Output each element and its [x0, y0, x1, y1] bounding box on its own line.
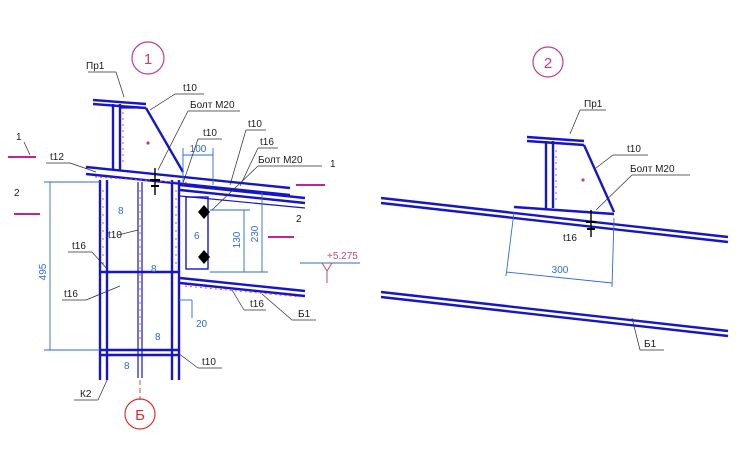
bolt-2-label: Болт М20: [630, 164, 675, 175]
detail-1-labels: Пр1 t10 Болт М20 t10 t10 t16 Болт М20 t1…: [46, 61, 322, 401]
bottom-beam: [179, 276, 306, 298]
bolt-icon: [198, 205, 210, 219]
section-1-left: 1: [16, 132, 22, 143]
t16-left-b-label: t16: [64, 289, 78, 300]
bracket-label: Пр1: [86, 61, 105, 72]
t10-2-label: t10: [627, 144, 641, 155]
t16-bottom-label: t16: [250, 299, 264, 310]
dim-300: 300: [505, 211, 615, 288]
elevation-mark: +5.275: [300, 251, 360, 283]
t10-mid-label: t10: [203, 128, 217, 139]
dim-495-text: 495: [38, 263, 49, 280]
detail-1-circle: [131, 41, 165, 75]
detail-2-circle: [532, 46, 564, 78]
beam-b1-long: [380, 196, 729, 338]
detail-2: 2 300: [380, 46, 729, 351]
weld-8-d: 8: [124, 361, 130, 372]
column-k2: [98, 180, 181, 380]
weld-8-b: 8: [151, 264, 157, 275]
dim-20: 20: [179, 299, 208, 330]
bracket-pr1: [92, 98, 185, 173]
bolt-icon: [198, 250, 210, 264]
dim-495: 495: [38, 181, 100, 351]
dim-100: 100: [182, 144, 214, 185]
t10-bottom-label: t10: [202, 357, 216, 368]
detail-1: 1: [8, 41, 360, 430]
t16-2-label: t16: [563, 233, 577, 244]
cap-plate: [85, 165, 291, 197]
dim-100-text: 100: [190, 144, 207, 155]
weld-6: 6: [194, 231, 200, 242]
bracket-2-label: Пр1: [584, 99, 603, 110]
detail-1-number: 1: [144, 51, 152, 68]
plate-t10-top: t10: [183, 83, 197, 94]
dim-20-text: 20: [196, 319, 208, 330]
dim-230-text: 230: [250, 225, 261, 242]
weld-8-a: 8: [118, 206, 124, 217]
section-2-left: 2: [14, 188, 20, 199]
connection-plate: [150, 168, 210, 270]
beam-b1-label: Б1: [298, 309, 311, 320]
t16-right-label: t16: [260, 137, 274, 148]
top-beam: [179, 183, 306, 209]
section-cuts: 1 1 2 2: [8, 132, 336, 238]
detail-2-labels: Пр1 t10 Болт М20 t16 Б1: [563, 99, 690, 351]
t10-right-label: t10: [248, 119, 262, 130]
axis-label: Б: [135, 407, 145, 424]
elevation-text: +5.275: [327, 251, 358, 262]
axis-bubble: Б: [124, 380, 156, 430]
dim-300-text: 300: [552, 265, 569, 276]
bolt-top-label: Болт М20: [190, 100, 235, 111]
t12-label: t12: [50, 152, 64, 163]
dim-130-230: 130 230: [210, 192, 268, 273]
t16-left-a-label: t16: [72, 241, 86, 252]
section-1-right: 1: [330, 159, 336, 170]
beam-b1-2-label: Б1: [644, 339, 657, 350]
dim-130-text: 130: [232, 231, 243, 248]
section-2-right: 2: [296, 214, 302, 225]
column-k2-label: К2: [80, 389, 92, 400]
bolt-right-label: Болт М20: [258, 155, 303, 166]
weld-8-c: 8: [155, 332, 161, 343]
t10-left-label: t10: [108, 230, 122, 241]
detail-2-number: 2: [544, 55, 552, 72]
bracket-pr1-2: [513, 135, 616, 237]
